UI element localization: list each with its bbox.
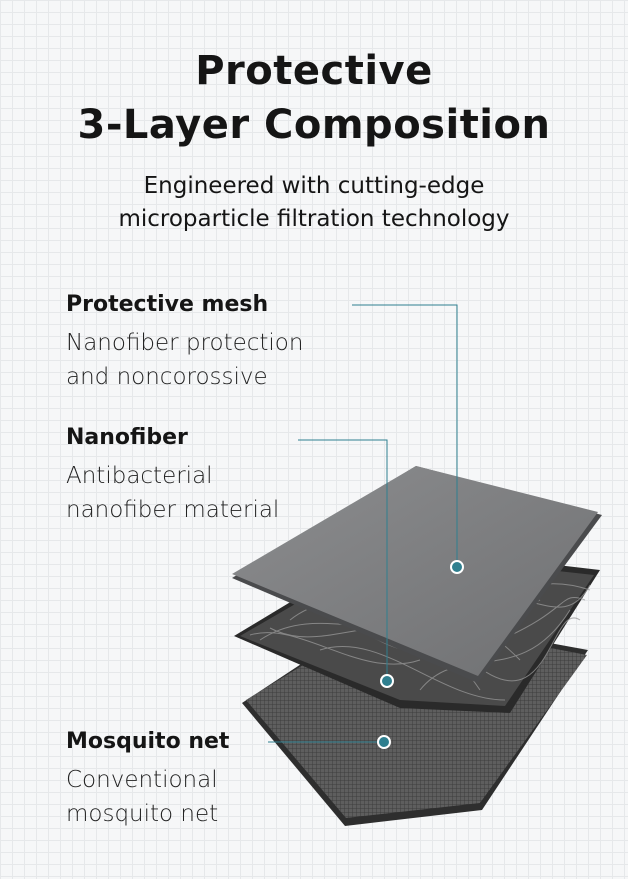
layer-label-nanofiber: Nanofiber Antibacterial nanofiber materi…	[66, 423, 366, 527]
callout-dot-mosquito-net	[377, 735, 391, 749]
layer-description: Antibacterial nanofiber material	[66, 459, 366, 527]
callout-line-nanofiber	[298, 439, 388, 681]
layer-description-line-1: Conventional	[66, 767, 218, 793]
layer-label-mosquito-net: Mosquito net Conventional mosquito net	[66, 727, 366, 831]
layer-description-line-1: Nanofiber protection	[66, 330, 304, 356]
callout-dot-protective-mesh	[450, 560, 464, 574]
layer-name: Mosquito net	[66, 729, 230, 754]
layer-name: Protective mesh	[66, 292, 269, 317]
layer-description: Conventional mosquito net	[66, 763, 366, 831]
layer-description-line-2: and noncorossive	[66, 364, 268, 390]
title-line-2: 3-Layer Composition	[77, 102, 551, 148]
layer-description-line-2: nanofiber material	[66, 497, 280, 523]
callout-line-protective-mesh	[352, 304, 458, 567]
layer-label-protective-mesh: Protective mesh Nanofiber protection and…	[66, 290, 366, 394]
page-title: Protective 3-Layer Composition	[0, 44, 628, 152]
layer-description-line-2: mosquito net	[66, 801, 219, 827]
callout-dot-nanofiber	[380, 674, 394, 688]
subtitle-line-1: Engineered with cutting-edge	[143, 173, 485, 199]
protective-mesh-layer	[232, 466, 602, 683]
page-subtitle: Engineered with cutting-edge micropartic…	[0, 170, 628, 236]
layer-description-line-1: Antibacterial	[66, 463, 213, 489]
subtitle-line-2: microparticle filtration technology	[118, 206, 510, 232]
title-line-1: Protective	[195, 48, 433, 94]
layer-description: Nanofiber protection and noncorossive	[66, 326, 366, 394]
layer-name: Nanofiber	[66, 425, 188, 450]
